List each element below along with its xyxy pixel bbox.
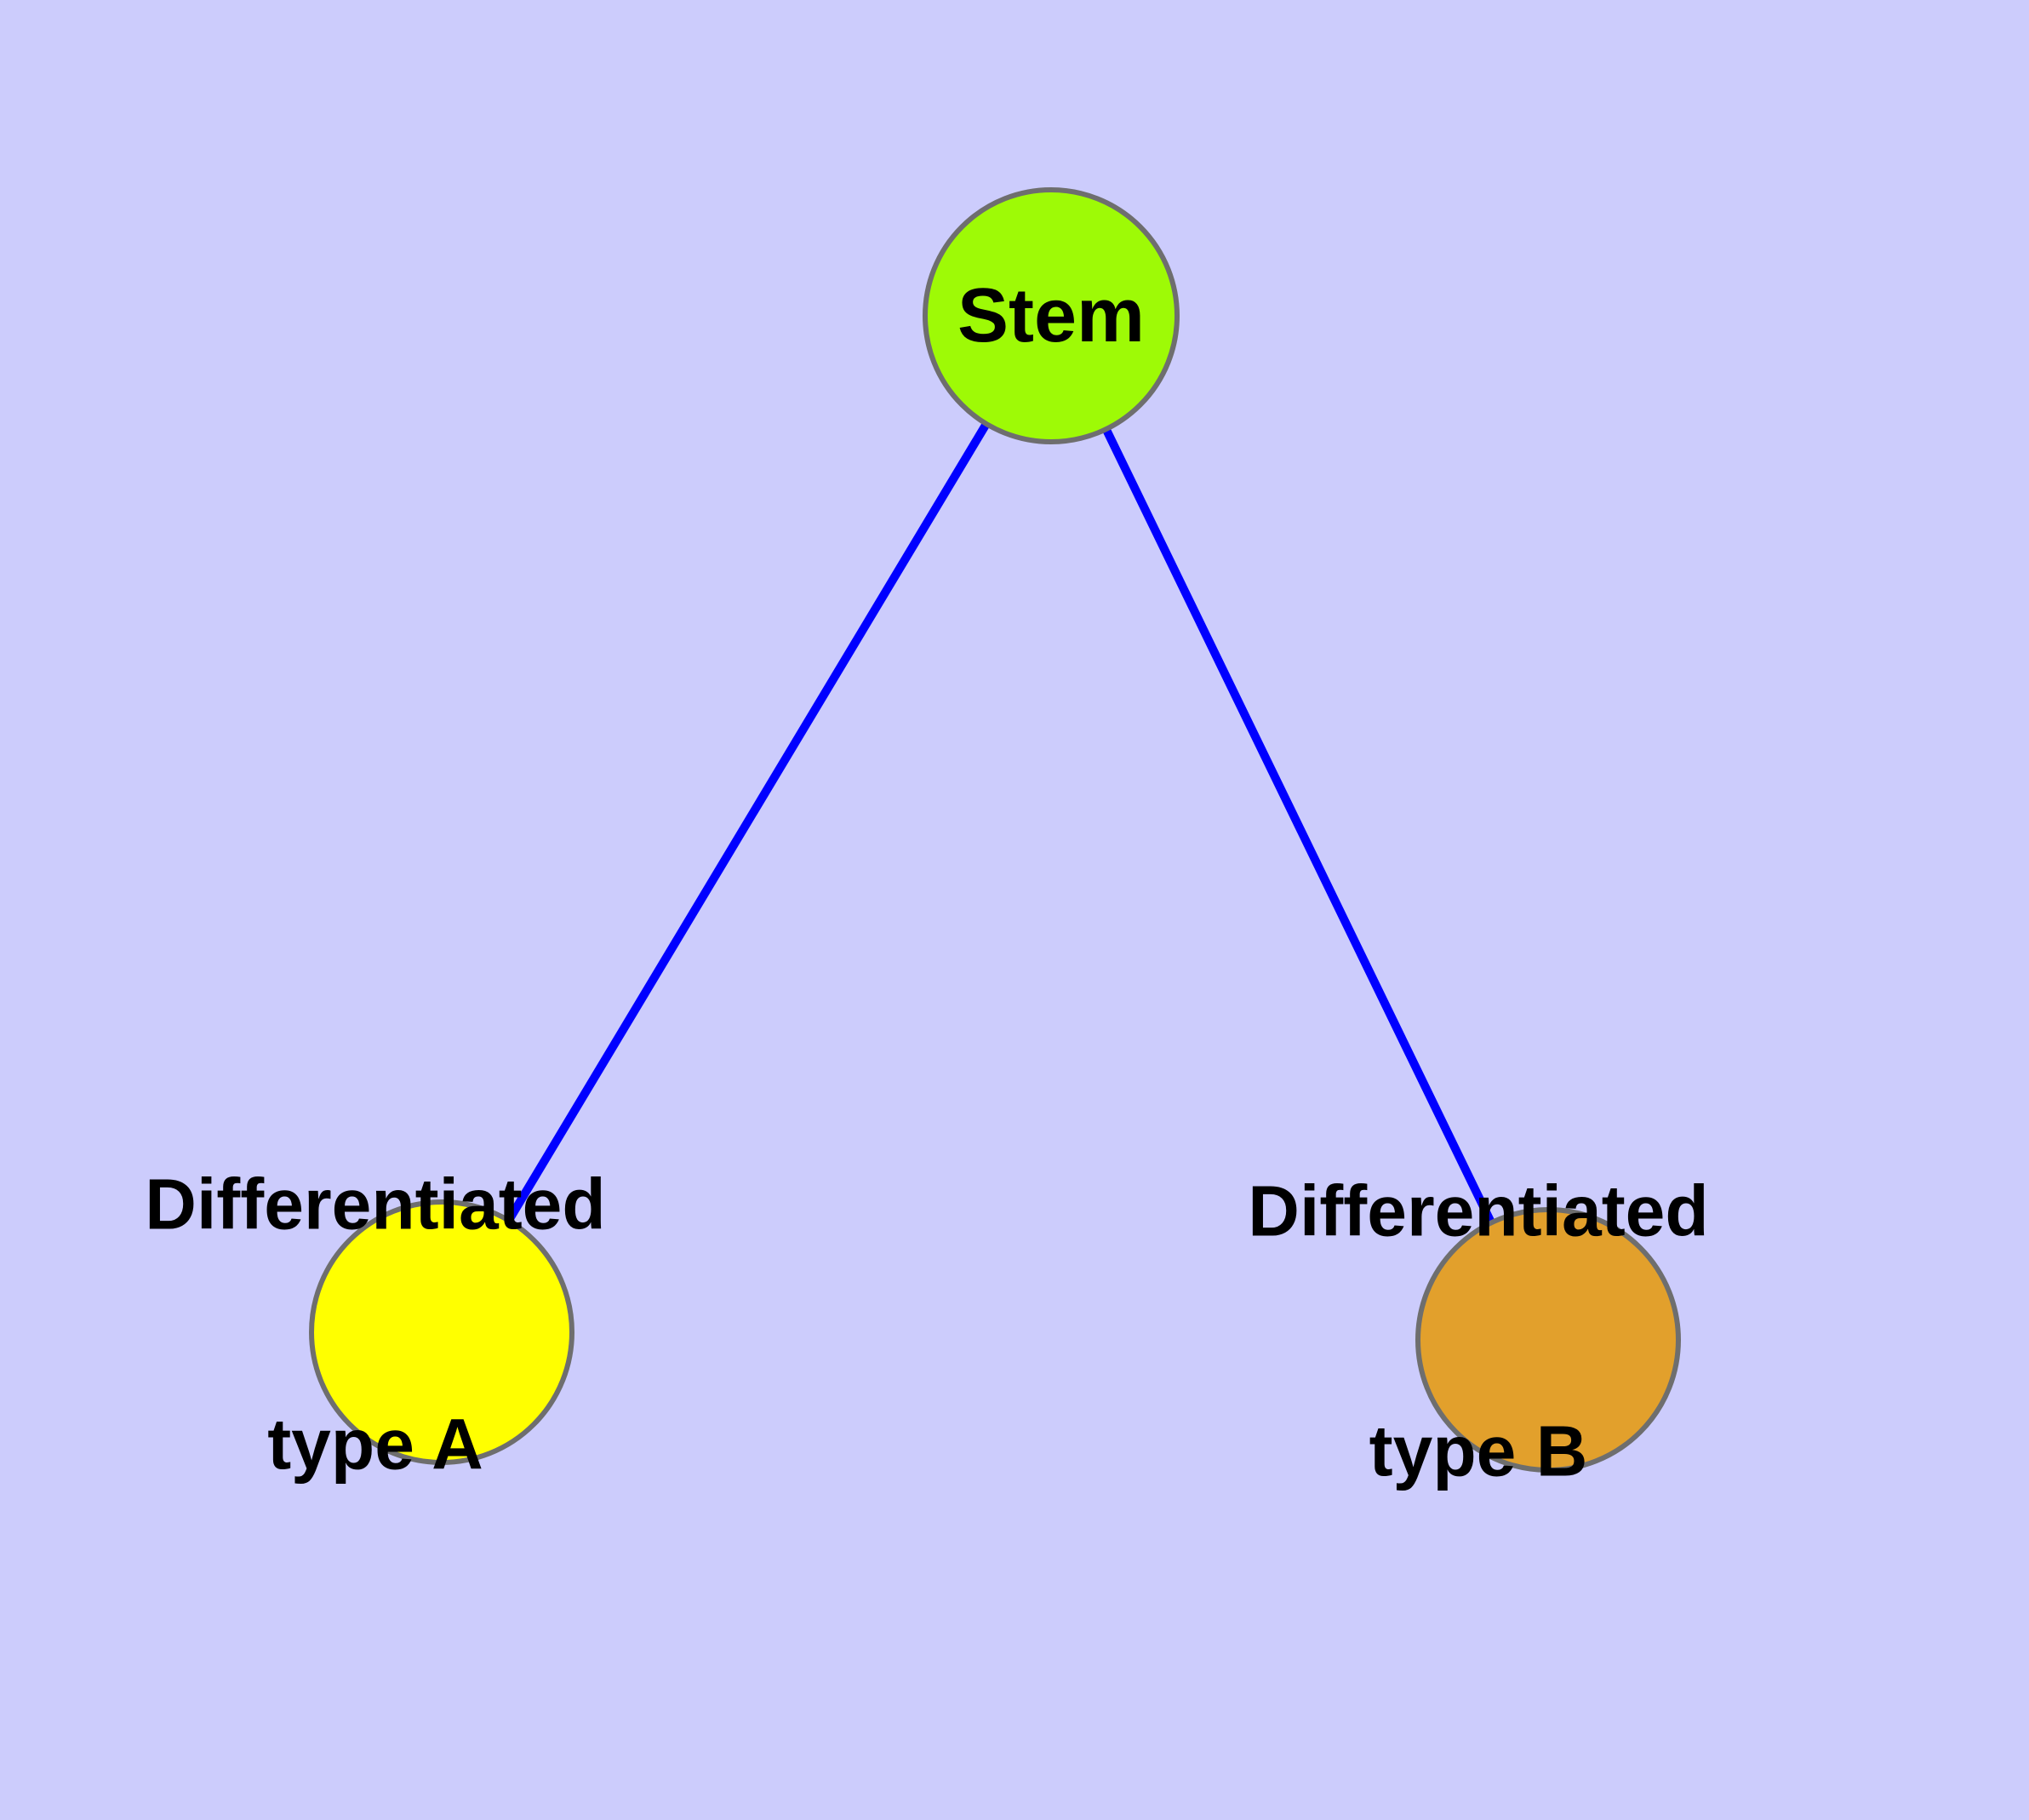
- node-differentiated-type-b[interactable]: [1415, 1207, 1681, 1473]
- edge-stem-to-differentiated-type-b[interactable]: [1047, 313, 1552, 1342]
- edge-stem-to-differentiated-type-a[interactable]: [437, 313, 1055, 1335]
- edge-layer: [437, 313, 1552, 1342]
- node-stem[interactable]: [923, 187, 1180, 444]
- node-differentiated-type-a[interactable]: [309, 1199, 574, 1465]
- node-layer: [309, 187, 1681, 1473]
